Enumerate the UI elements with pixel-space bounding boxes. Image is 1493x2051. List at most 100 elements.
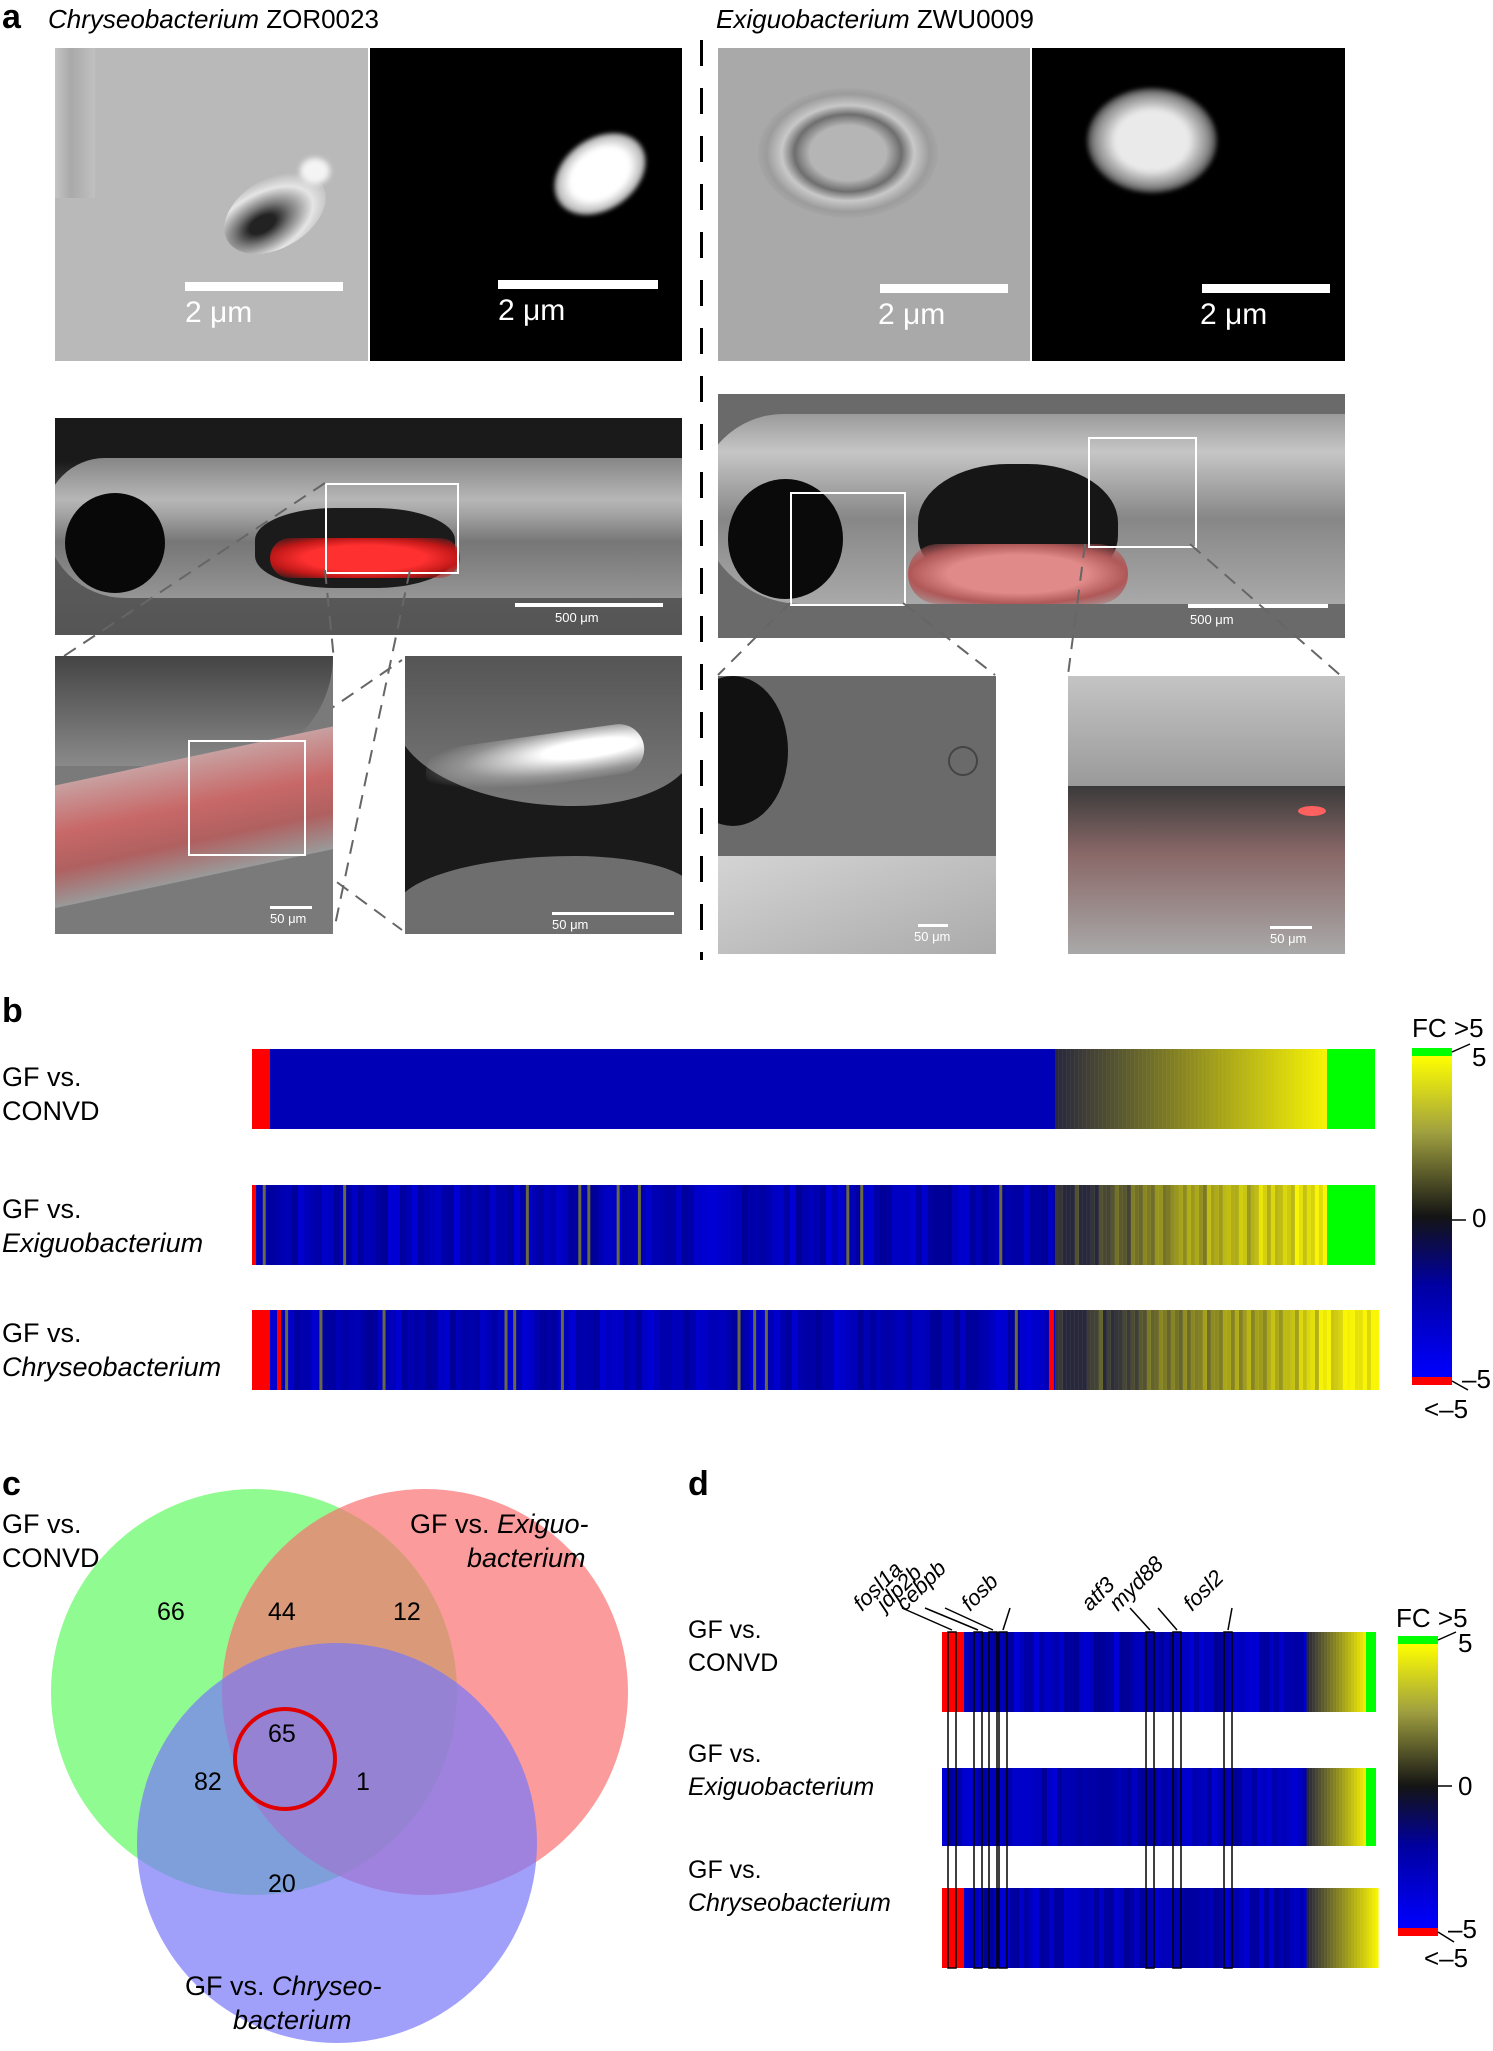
heatmap-cell xyxy=(1327,1185,1375,1265)
heatmap-cell xyxy=(1112,1768,1117,1846)
heatmap-cell xyxy=(1334,1310,1339,1390)
heatmap-cell xyxy=(970,1185,976,1265)
heatmap-cell xyxy=(1286,1310,1291,1390)
heatmap-cell xyxy=(1274,1185,1279,1265)
heatmap-cell xyxy=(1099,1632,1104,1712)
heatmap-cell xyxy=(1257,1768,1262,1846)
heatmap-cell xyxy=(1054,1049,1059,1129)
venn-label-prefix: GF vs. xyxy=(410,1509,497,1539)
heatmap-cell xyxy=(1164,1888,1169,1968)
heatmap-cell xyxy=(1324,1888,1328,1968)
heatmap-cell xyxy=(1049,1632,1054,1712)
heatmap-cell xyxy=(1070,1310,1075,1390)
heatmap-cell xyxy=(316,1185,322,1265)
heatmap-cell xyxy=(492,1049,498,1129)
heatmap-cell xyxy=(1036,1185,1042,1265)
heatmap-cell xyxy=(288,1310,294,1390)
colorbar-d xyxy=(1398,1636,1438,1936)
gene-leader-line xyxy=(1157,1607,1178,1631)
heatmap-cell xyxy=(1242,1185,1247,1265)
heatmap-cell xyxy=(828,1049,834,1129)
heatmap-cell xyxy=(1322,1185,1327,1265)
heatmap-cell xyxy=(1315,1768,1319,1846)
heatmap-cell xyxy=(1069,1888,1074,1968)
scale-label: 2 μm xyxy=(185,296,253,329)
heatmap-cell xyxy=(1206,1310,1211,1390)
heatmap-cell xyxy=(1078,1185,1083,1265)
heatmap-cell xyxy=(1150,1049,1155,1129)
heatmap-cell xyxy=(1126,1185,1131,1265)
heatmap-cell xyxy=(1067,1768,1072,1846)
heatmap-cell xyxy=(1154,1310,1159,1390)
scale-label: 50 μm xyxy=(552,917,589,932)
heatmap-cell xyxy=(582,1049,588,1129)
heatmap-cell xyxy=(1321,1888,1325,1968)
heatmap-cell xyxy=(540,1049,546,1129)
venn-count-exig-chry: 1 xyxy=(356,1768,370,1796)
heatmap-cell xyxy=(1338,1310,1343,1390)
heatmap-cell xyxy=(978,1310,984,1390)
heatmap-cell xyxy=(708,1049,714,1129)
heatmap-cell xyxy=(958,1185,964,1265)
heatmap-cell xyxy=(792,1049,798,1129)
heatmap-cell xyxy=(390,1310,396,1390)
heatmap-cell xyxy=(516,1310,522,1390)
heatmap-cell xyxy=(906,1049,912,1129)
heatmap-cell xyxy=(706,1185,712,1265)
heatmap-cell xyxy=(1348,1768,1352,1846)
heatmap-cell xyxy=(1309,1768,1313,1846)
heatmap-cell xyxy=(262,1185,266,1265)
colorbar-b xyxy=(1412,1048,1452,1385)
heatmap-cell xyxy=(852,1049,858,1129)
heatmap-cell xyxy=(1166,1185,1171,1265)
heatmap-cell xyxy=(382,1185,388,1265)
row-label-line1: GF vs. xyxy=(688,1616,762,1644)
heatmap-cell xyxy=(1302,1310,1307,1390)
heatmap-cell xyxy=(676,1185,682,1265)
heatmap-cell xyxy=(492,1310,498,1390)
heatmap-cell xyxy=(1052,1768,1057,1846)
heatmap-cell xyxy=(972,1049,978,1129)
heatmap-cell xyxy=(1119,1632,1124,1712)
venn-label-genus-cont: bacterium xyxy=(233,2005,352,2035)
heatmap-cell xyxy=(564,1310,570,1390)
heatmap-cell xyxy=(400,1185,406,1265)
heatmap-cell xyxy=(330,1049,336,1129)
heatmap-cell xyxy=(1230,1310,1235,1390)
heatmap-cell xyxy=(1284,1888,1289,1968)
colorbar-d-below: <–5 xyxy=(1424,1943,1469,1973)
heatmap-cell xyxy=(534,1310,540,1390)
heatmap-cell xyxy=(1306,1888,1310,1968)
heatmap-cell xyxy=(658,1185,664,1265)
heatmap-cell xyxy=(1336,1632,1340,1712)
scale-bar xyxy=(918,924,948,927)
heatmap-cell xyxy=(587,1185,591,1265)
gene-leader-line xyxy=(924,1607,979,1631)
heatmap-cell xyxy=(1119,1888,1124,1968)
heatmap-cell xyxy=(654,1049,660,1129)
heatmap-cell xyxy=(642,1049,648,1129)
heatmap-cell xyxy=(352,1185,358,1265)
venn-label-line: CONVD xyxy=(2,1543,100,1573)
heatmap-cell xyxy=(606,1049,612,1129)
heatmap-cell xyxy=(612,1049,618,1129)
heatmap-cell xyxy=(982,1768,987,1846)
heatmap-cell xyxy=(300,1310,306,1390)
heatmap-cell xyxy=(976,1185,982,1265)
heatmap-cell xyxy=(1318,1888,1322,1968)
scale-bar xyxy=(1202,284,1330,293)
chryseo-brightfield-image: 2 μm xyxy=(55,48,368,361)
heatmap-cell xyxy=(522,1310,528,1390)
heatmap-cell xyxy=(1110,1185,1115,1265)
heatmap-cell xyxy=(974,1632,979,1712)
heatmap-cell xyxy=(1363,1768,1367,1846)
scale-label: 2 μm xyxy=(498,294,566,327)
heatmap-cell xyxy=(514,1185,520,1265)
heatmap-cell xyxy=(972,1310,978,1390)
heatmap-cell xyxy=(1354,1768,1358,1846)
heatmap-cell xyxy=(1102,1310,1107,1390)
heatmap-cell xyxy=(1287,1768,1292,1846)
heatmap-cell xyxy=(1057,1768,1062,1846)
heatmap-cell xyxy=(1210,1310,1215,1390)
heatmap-cell xyxy=(1167,1768,1172,1846)
